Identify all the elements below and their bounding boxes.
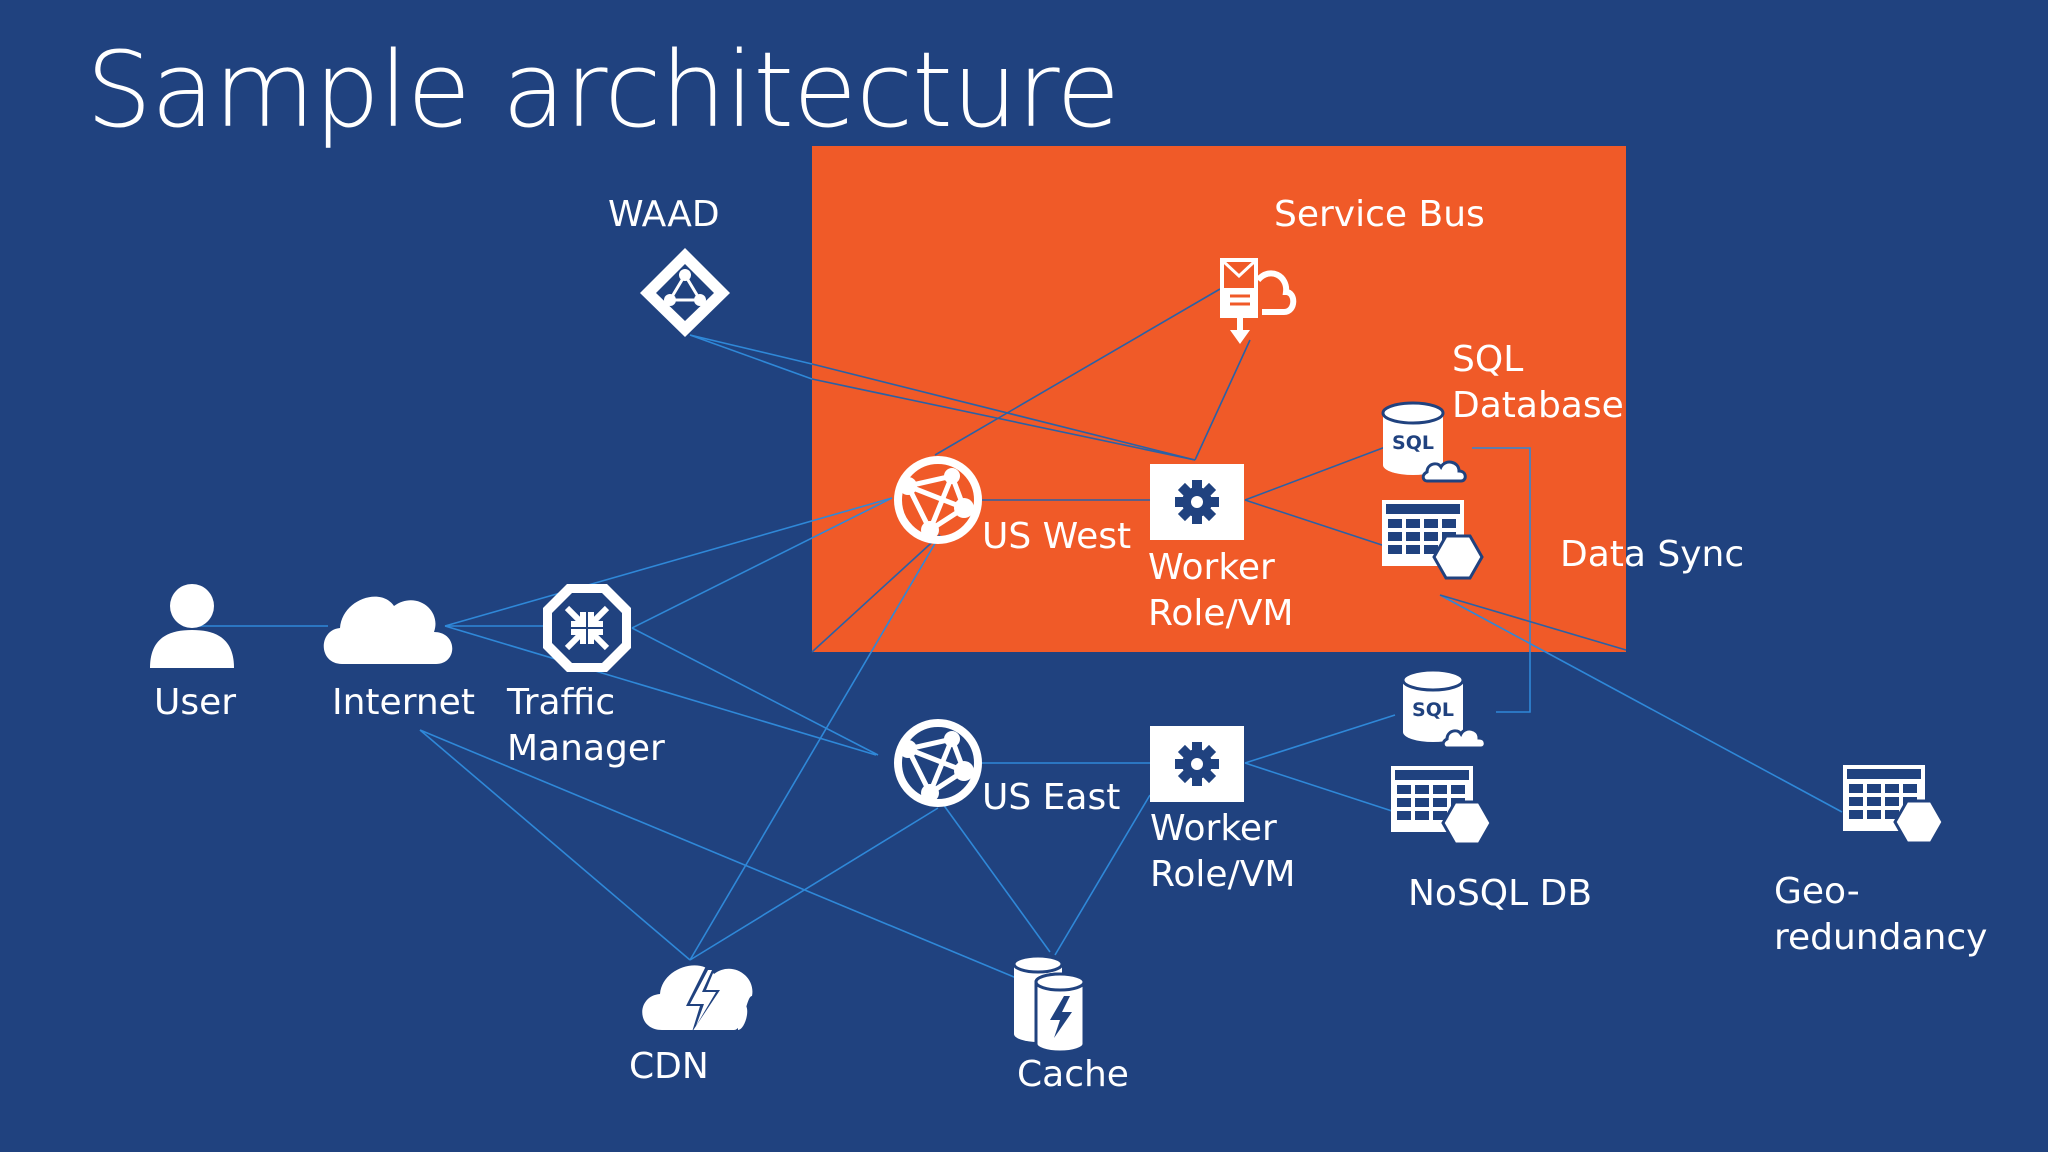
- gear-icon: [1150, 464, 1244, 540]
- worker-west-label: Worker Role/VM: [1148, 547, 1294, 634]
- page-title: Sample architecture: [86, 29, 1120, 151]
- waad-diamond-icon: [640, 248, 730, 337]
- table-storage-icon: [1389, 764, 1493, 846]
- connector-lines: [185, 288, 1843, 993]
- us-west-label: US West: [982, 516, 1132, 557]
- cache-label: Cache: [1017, 1054, 1129, 1095]
- region-highlight: [812, 146, 1626, 652]
- us-east-label: US East: [982, 777, 1121, 818]
- user-icon: [150, 584, 234, 668]
- data-sync-label: Data Sync: [1560, 534, 1745, 575]
- traffic-manager-icon: [543, 584, 631, 672]
- website-globe-icon: [898, 460, 978, 540]
- cloud-icon: [323, 596, 453, 664]
- cdn-label: CDN: [629, 1046, 709, 1087]
- internet-label: Internet: [332, 682, 475, 723]
- cdn-cloud-bolt-icon: [642, 965, 753, 1032]
- nosql-db-label: NoSQL DB: [1408, 873, 1593, 914]
- service-bus-label: Service Bus: [1274, 194, 1485, 235]
- cache-cylinders-icon: [1012, 954, 1086, 1054]
- table-storage-icon: [1380, 498, 1484, 580]
- user-label: User: [154, 682, 237, 723]
- website-globe-icon: [898, 723, 978, 803]
- worker-east-label: Worker Role/VM: [1150, 808, 1296, 895]
- geo-redundancy-label: Geo- redundancy: [1774, 871, 1988, 958]
- service-bus-icon: [1220, 258, 1297, 344]
- gear-icon: [1150, 726, 1244, 802]
- traffic-manager-label: Traffic Manager: [507, 682, 665, 769]
- table-storage-icon: [1841, 763, 1945, 845]
- waad-label: WAAD: [608, 194, 720, 235]
- sql-database-label: SQL Database: [1452, 339, 1624, 426]
- sql-database-icon: [1401, 668, 1487, 750]
